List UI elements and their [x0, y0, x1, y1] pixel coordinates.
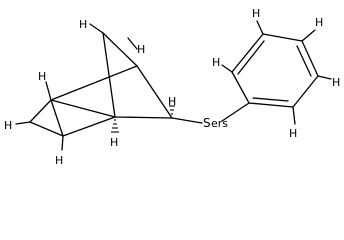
- ring-h-bond-4: [317, 75, 332, 80]
- ring-bond-4-double: [296, 45, 312, 77]
- ring-hydrogen-bonds: [221, 20, 332, 125]
- ring-bond-6-double: [252, 97, 289, 102]
- hashed-wedge-right-h: [169, 105, 175, 115]
- atom-sulfur: S: [203, 116, 211, 130]
- bond-left-upper-to-left: [29, 99, 52, 123]
- framework-bonds: [29, 32, 173, 137]
- atom-ring-h1: H: [212, 56, 220, 69]
- bond-right-to-stereo: [136, 65, 173, 119]
- ring-h-bond-1: [221, 64, 233, 73]
- sulfur-label-tail: ers: [211, 117, 228, 130]
- framework-hydrogen-bonds: [15, 23, 138, 151]
- bond-top-h-right: [127, 37, 138, 50]
- phenyl-ring: [221, 33, 319, 122]
- atom-ring-h3: H: [315, 16, 323, 29]
- ring-bond-2-double: [237, 40, 265, 75]
- atom-ring-h4: H: [332, 76, 340, 89]
- bond-top-to-center: [102, 32, 116, 118]
- bond-left-upper-to-right: [50, 65, 138, 101]
- bond-left-to-lower: [29, 121, 64, 137]
- ring-bond-2: [231, 33, 264, 73]
- bond-center-to-stereo: [114, 116, 173, 119]
- bond-top-h-left: [89, 23, 104, 34]
- bond-stereo-to-sulfur: [171, 117, 203, 124]
- ring-bond-1: [231, 71, 250, 104]
- atom-h-center-lower: H: [110, 136, 118, 149]
- ring-bond-6: [248, 102, 294, 108]
- bond-lower-to-center: [62, 116, 116, 137]
- bond-left-h: [15, 121, 31, 125]
- atom-h-left-mid: H: [4, 119, 12, 132]
- ring-h-bond-2: [256, 20, 264, 35]
- bond-left-upper-to-lower: [50, 99, 64, 137]
- bond-top-to-right: [102, 32, 138, 67]
- atom-h-top-bridge-right: H: [137, 43, 145, 56]
- bond-left-upper-to-center: [50, 99, 116, 118]
- ring-h-bond-5: [292, 106, 296, 125]
- atom-h-right-stereo: H: [168, 95, 176, 108]
- ring-h-bond-3: [301, 29, 316, 42]
- hashed-wedge-center-h: [111, 119, 119, 133]
- ring-bond-3: [262, 33, 303, 42]
- atom-ring-h5: H: [289, 127, 297, 140]
- atom-ring-h2: H: [252, 7, 260, 20]
- bond-lower-h: [61, 135, 64, 151]
- bond-sulfur-to-ring: [221, 102, 250, 122]
- atom-h-left-upper: H: [38, 70, 46, 83]
- atom-h-left-lower: H: [55, 154, 63, 167]
- ring-bond-4: [301, 40, 319, 77]
- bond-left-upper-h: [45, 81, 52, 101]
- molecule-structure-diagram: H H H H H H H S ers H H H H H: [4, 7, 340, 167]
- ring-bond-5: [292, 75, 319, 108]
- atom-h-top-bridge-left: H: [79, 18, 87, 31]
